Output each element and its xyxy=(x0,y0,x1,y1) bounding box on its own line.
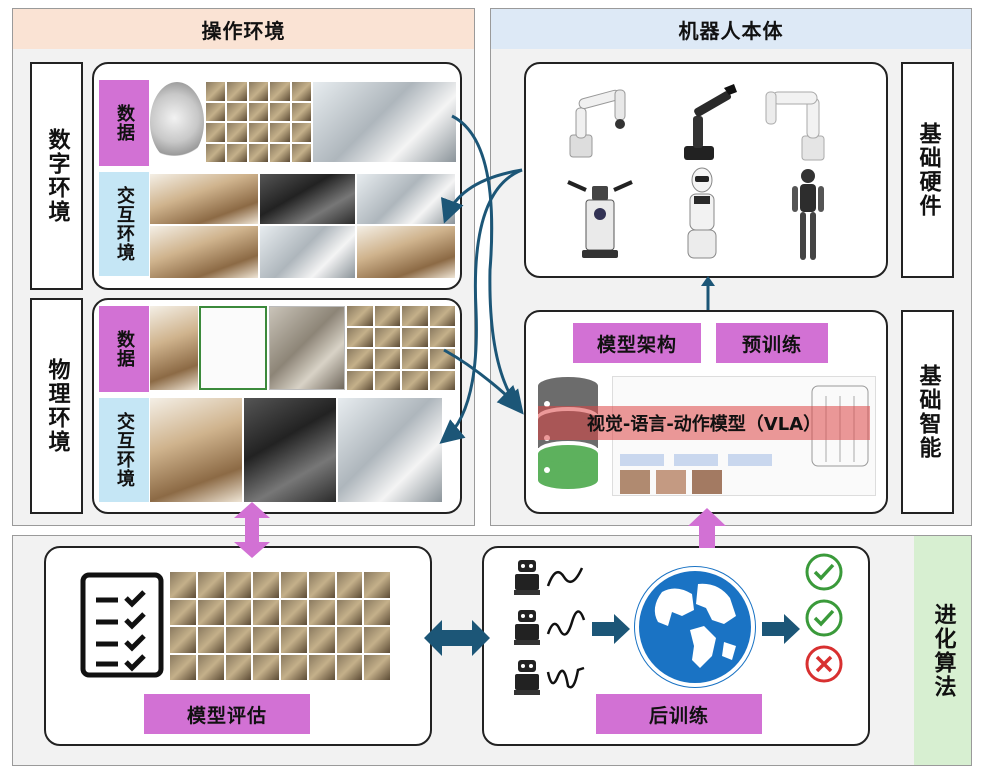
posttraining-to-intelligence-arrow xyxy=(688,508,726,548)
evaluation-posttraining-double-arrow xyxy=(424,620,490,656)
signal-wave-1 xyxy=(546,567,584,587)
evaluation-image-grid xyxy=(170,572,390,680)
humanoid-robot-image xyxy=(244,398,336,502)
check-circle-icon-1 xyxy=(805,553,843,591)
globe-to-results-arrow xyxy=(762,614,800,644)
digital-data-tag: 数据 xyxy=(99,80,149,166)
physical-environment-label: 物理环境 xyxy=(30,298,83,514)
pretraining-button[interactable]: 预训练 xyxy=(716,323,828,363)
cross-circle-icon xyxy=(805,645,843,683)
biped-humanoid-robot xyxy=(792,169,824,260)
physical-data-tag: 数据 xyxy=(99,306,149,392)
basic-hardware-label: 基础硬件 xyxy=(901,62,954,278)
kitchen-scene-1 xyxy=(150,174,258,224)
post-training-button[interactable]: 后训练 xyxy=(596,694,762,734)
model-evaluation-button[interactable]: 模型评估 xyxy=(144,694,310,734)
robot-agent-icon-2 xyxy=(514,610,540,645)
waves-to-globe-arrow xyxy=(592,614,630,644)
operating-environment-title: 操作环境 xyxy=(13,9,474,49)
vla-label: 视觉-语言-动作模型（VLA） xyxy=(538,406,870,440)
digital-environment-label: 数字环境 xyxy=(30,62,83,290)
physical-data-collage-2 xyxy=(269,306,345,390)
robot-agent-icon-3 xyxy=(514,660,540,695)
model-architecture-button[interactable]: 模型架构 xyxy=(573,323,701,363)
kitchen-scene-4 xyxy=(150,226,258,278)
robot-arm-workbench-image xyxy=(150,398,242,502)
robot-agent-icon-1 xyxy=(514,560,540,595)
kitchen-scene-2 xyxy=(260,174,355,224)
humanoid-robot-lab-image xyxy=(338,398,442,502)
cross-connection-arrows xyxy=(439,114,524,444)
physical-data-collage-1 xyxy=(150,306,198,390)
environment-evaluation-double-arrow xyxy=(234,502,270,558)
physical-data-infographic xyxy=(199,306,267,390)
physical-interactive-tag: 交互环境 xyxy=(99,398,149,502)
globe-icon xyxy=(634,566,756,688)
dual-arm-mobile-robot xyxy=(567,180,633,258)
digital-interactive-tag: 交互环境 xyxy=(99,172,149,276)
robot-arm-white-2 xyxy=(765,91,825,161)
evolution-algorithm-label: 进化算法 xyxy=(914,536,971,765)
signal-wave-2 xyxy=(546,610,586,636)
robot-arm-black xyxy=(684,84,737,160)
kitchen-scene-6 xyxy=(357,226,455,278)
robot-body-title: 机器人本体 xyxy=(491,9,971,49)
basic-intelligence-label: 基础智能 xyxy=(901,310,954,514)
checklist-icon xyxy=(80,572,164,678)
check-circle-icon-2 xyxy=(805,599,843,637)
digital-data-collage xyxy=(206,82,311,162)
service-humanoid-robot xyxy=(687,167,717,259)
kitchen-scene-3 xyxy=(357,174,455,224)
intelligence-to-hardware-arrow xyxy=(701,276,715,310)
robot-arm-white-1 xyxy=(569,89,626,158)
kitchen-scene-5 xyxy=(260,226,355,278)
wikipedia-globe-image xyxy=(150,82,204,162)
physical-data-grid xyxy=(347,306,455,390)
digital-robot-scenes-image xyxy=(313,82,456,162)
signal-wave-3 xyxy=(546,666,585,689)
